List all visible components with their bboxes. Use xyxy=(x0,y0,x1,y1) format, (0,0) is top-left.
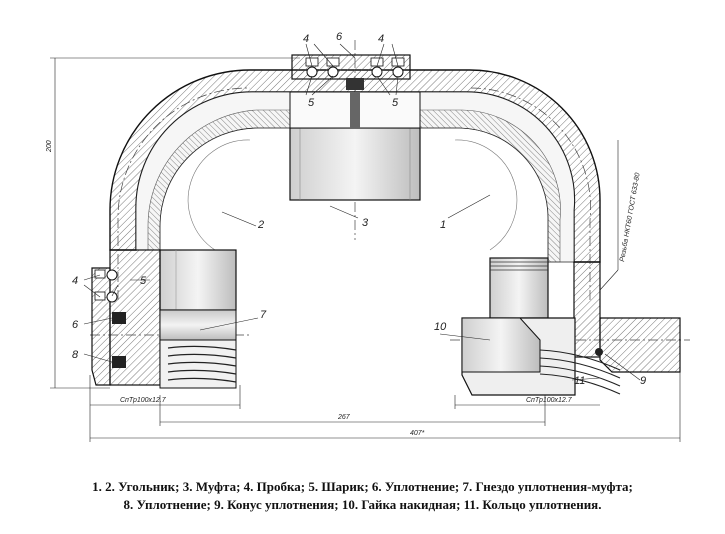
swivel-joint-drawing: 4 6 4 5 5 2 3 1 4 5 6 8 7 10 11 9 200 26… xyxy=(46,31,690,442)
dimension-height: 200 xyxy=(46,140,53,153)
label-part-11: 11 xyxy=(574,375,585,387)
label-part-4-left: 4 xyxy=(72,275,78,287)
caption-line-1: 1. 2. Угольник; 3. Муфта; 4. Пробка; 5. … xyxy=(92,479,633,494)
label-part-6-top: 6 xyxy=(336,31,343,43)
coupling-body xyxy=(289,91,421,201)
label-part-4-top-left: 4 xyxy=(303,33,309,45)
label-part-5-left: 5 xyxy=(140,275,147,287)
label-part-3: 3 xyxy=(362,217,369,229)
label-part-4-top-right: 4 xyxy=(378,33,384,45)
label-part-5-top-right: 5 xyxy=(392,97,399,109)
caption-line-2: 8. Уплотнение; 9. Конус уплотнения; 10. … xyxy=(123,497,602,512)
label-part-10: 10 xyxy=(434,321,447,333)
dimension-overall-span: 407* xyxy=(410,430,425,437)
label-part-9: 9 xyxy=(640,375,646,387)
figure-caption: 1. 2. Угольник; 3. Муфта; 4. Пробка; 5. … xyxy=(0,478,725,514)
right-leg-assembly xyxy=(461,257,681,396)
thread-spec-label: Резьба НКТ60 ГОСТ 633-80 xyxy=(618,172,642,262)
label-part-7: 7 xyxy=(260,309,267,321)
dimension-lines xyxy=(50,57,681,442)
label-part-8: 8 xyxy=(72,349,79,361)
label-part-5-top-left: 5 xyxy=(308,97,315,109)
label-part-2: 2 xyxy=(257,219,264,231)
leader-lines xyxy=(83,43,641,381)
label-part-6-left: 6 xyxy=(72,319,79,331)
dimension-inner-span: 267 xyxy=(337,414,351,421)
thread-label-right: СпТр100х12.7 xyxy=(526,397,573,404)
left-leg-assembly xyxy=(91,249,237,389)
label-part-1: 1 xyxy=(440,219,446,231)
thread-label-left: СпТр100х12.7 xyxy=(120,397,167,404)
